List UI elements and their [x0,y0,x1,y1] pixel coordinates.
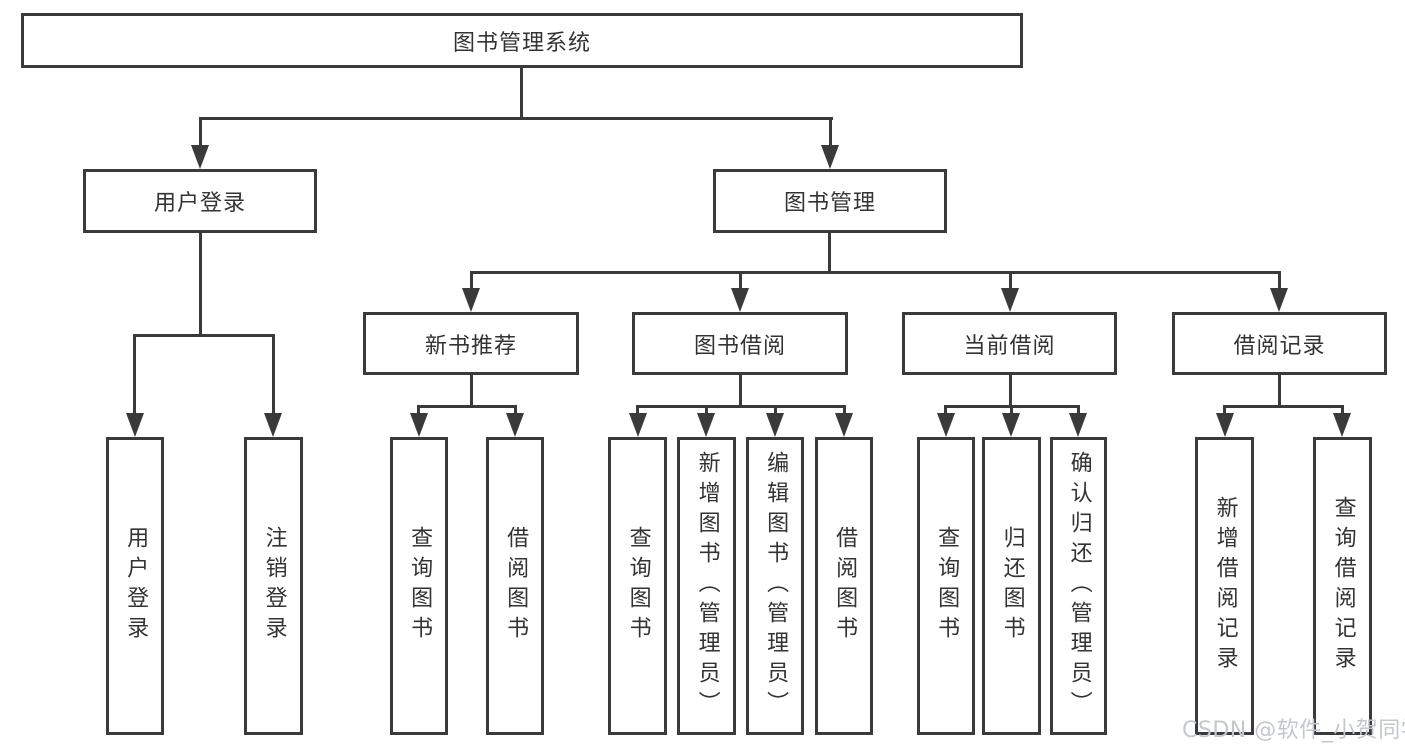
node-br-query-label: 查询借阅记录 [1330,496,1356,676]
connector-root-hbar [199,117,833,120]
node-current-borrow: 当前借阅 [902,312,1117,375]
node-ul-login-label: 用户登录 [123,526,149,646]
connector-bb-edit-stub [774,405,777,416]
node-cb-return-label: 归还图书 [999,526,1025,646]
node-root: 图书管理系统 [21,13,1023,68]
node-book-borrow: 图书借阅 [632,312,848,375]
arrowhead-to-nb-borrow [506,413,524,437]
connector-ul-login-stub [133,334,136,416]
node-book-borrow-label: 图书借阅 [693,333,786,359]
node-cb-confirm: 确认归还（管理员） [1050,437,1107,735]
arrowhead-to-ul-logout [264,413,282,437]
node-nb-borrow-label: 借阅图书 [503,526,529,646]
connector-nb-query-stub [417,405,420,416]
connector-user-login-hbar [133,334,275,337]
arrowhead-to-ul-login [126,413,144,437]
connector-cb-drop [1009,375,1012,408]
connector-br-add-stub [1223,405,1226,416]
node-cb-confirm-label: 确认归还（管理员） [1066,451,1092,721]
connector-root-drop [520,68,523,120]
connector-current-borrow-stub [1009,271,1012,290]
node-borrow-record: 借阅记录 [1172,312,1387,375]
arrowhead-to-current-borrow [1001,288,1019,312]
connector-bb-add-stub [705,405,708,416]
connector-book-mgmt-hbar [470,271,1281,274]
node-new-book-rec-label: 新书推荐 [424,333,517,359]
node-bb-add-label: 新增图书（管理员） [694,451,720,721]
connector-cb-confirm-stub [1077,405,1080,416]
node-br-add-label: 新增借阅记录 [1212,496,1238,676]
connector-cb-return-stub [1010,405,1013,416]
node-current-borrow-label: 当前借阅 [963,333,1056,359]
connector-book-borrow-stub [739,271,742,290]
arrowhead-to-new-book-rec [462,288,480,312]
node-ul-login: 用户登录 [106,437,164,735]
connector-root-left-stub [199,117,202,148]
node-bb-borrow-label: 借阅图书 [832,526,858,646]
connector-br-query-stub [1341,405,1344,416]
arrowhead-to-bb-edit [766,413,784,437]
arrowhead-to-bb-query [629,413,647,437]
node-nb-query: 查询图书 [390,437,448,735]
connector-bb-drop [739,375,742,408]
connector-bb-borrow-stub [843,405,846,416]
node-ul-logout-label: 注销登录 [261,526,287,646]
arrowhead-to-bb-add [697,413,715,437]
node-borrow-record-label: 借阅记录 [1233,333,1326,359]
arrowhead-to-book-borrow [731,288,749,312]
node-nb-borrow: 借阅图书 [486,437,544,735]
node-bb-query: 查询图书 [608,437,667,735]
arrowhead-to-borrow-record [1270,288,1288,312]
arrowhead-to-bb-borrow [835,413,853,437]
node-bb-add: 新增图书（管理员） [677,437,736,735]
node-root-label: 图书管理系统 [452,30,591,56]
node-book-mgmt: 图书管理 [713,169,947,233]
connector-br-drop [1278,375,1281,408]
node-bb-edit-label: 编辑图书（管理员） [763,451,789,721]
node-bb-edit: 编辑图书（管理员） [746,437,804,735]
connector-bb-query-stub [636,405,639,416]
node-br-query: 查询借阅记录 [1313,437,1372,735]
connector-bb-hbar [636,405,846,408]
node-cb-return: 归还图书 [982,437,1041,735]
arrowhead-to-br-query [1333,413,1351,437]
csdn-watermark: CSDN @软件_小贺同学 [1182,718,1405,743]
connector-cb-query-stub [944,405,947,416]
connector-nbr-hbar [417,405,517,408]
node-book-mgmt-label: 图书管理 [783,191,876,216]
node-nb-query-label: 查询图书 [407,526,433,646]
connector-nb-borrow-stub [514,405,517,416]
node-br-add: 新增借阅记录 [1195,437,1254,735]
connector-borrow-record-stub [1278,271,1281,290]
node-bb-borrow: 借阅图书 [815,437,873,735]
arrowhead-to-nb-query [410,413,428,437]
connector-root-right-stub [829,117,832,148]
node-cb-query-label: 查询图书 [934,526,960,646]
node-cb-query: 查询图书 [917,437,975,735]
connector-new-book-rec-stub [470,271,473,290]
arrowhead-to-cb-return [1002,413,1020,437]
arrowhead-to-cb-query [937,413,955,437]
connector-book-mgmt-drop [828,233,831,274]
arrowhead-to-br-add [1216,413,1234,437]
node-ul-logout: 注销登录 [244,437,303,735]
arrowhead-to-book-mgmt [821,145,839,169]
node-user-login: 用户登录 [83,169,317,233]
connector-user-login-drop [199,233,202,337]
node-bb-query-label: 查询图书 [625,526,651,646]
node-new-book-rec: 新书推荐 [363,312,579,375]
node-user-login-label: 用户登录 [153,191,246,216]
arrowhead-to-cb-confirm [1069,413,1087,437]
connector-br-hbar [1223,405,1344,408]
arrowhead-to-user-login [191,145,209,169]
connector-nbr-drop [470,375,473,408]
connector-ul-logout-stub [272,334,275,416]
